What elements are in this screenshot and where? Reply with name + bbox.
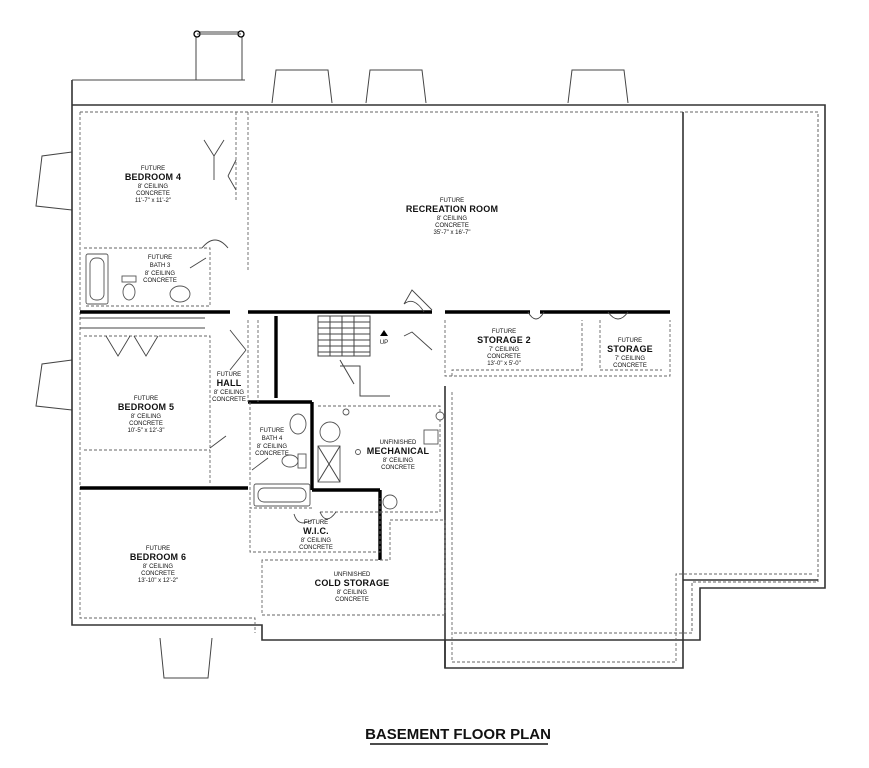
svg-text:13'-0" x 5'-0": 13'-0" x 5'-0" bbox=[487, 361, 521, 367]
svg-text:FUTURE: FUTURE bbox=[141, 166, 165, 172]
svg-text:CONCRETE: CONCRETE bbox=[212, 397, 246, 403]
svg-text:MECHANICAL: MECHANICAL bbox=[367, 446, 430, 456]
svg-text:CONCRETE: CONCRETE bbox=[143, 278, 177, 284]
room-storage: FUTURE STORAGE 7' CEILING CONCRETE bbox=[607, 338, 653, 369]
svg-text:CONCRETE: CONCRETE bbox=[487, 354, 521, 360]
room-recreation: FUTURE RECREATION ROOM 8' CEILING CONCRE… bbox=[406, 198, 498, 236]
svg-text:BEDROOM 4: BEDROOM 4 bbox=[125, 172, 181, 182]
svg-text:CONCRETE: CONCRETE bbox=[136, 191, 170, 197]
svg-text:13'-10" x 12'-2": 13'-10" x 12'-2" bbox=[138, 578, 178, 584]
svg-text:8' CEILING: 8' CEILING bbox=[337, 590, 367, 596]
svg-text:BATH 4: BATH 4 bbox=[262, 436, 283, 442]
room-mechanical: UNFINISHED MECHANICAL 8' CEILING CONCRET… bbox=[367, 440, 430, 471]
svg-text:8' CEILING: 8' CEILING bbox=[383, 458, 413, 464]
room-bedroom-6: FUTURE BEDROOM 6 8' CEILING CONCRETE 13'… bbox=[130, 546, 186, 584]
svg-text:8' CEILING: 8' CEILING bbox=[301, 538, 331, 544]
svg-text:W.I.C.: W.I.C. bbox=[303, 526, 329, 536]
svg-text:FUTURE: FUTURE bbox=[304, 520, 328, 526]
plan-title: BASEMENT FLOOR PLAN bbox=[365, 726, 551, 743]
stair: UP bbox=[317, 315, 390, 397]
room-bath-3: FUTURE BATH 3 8' CEILING CONCRETE bbox=[143, 255, 177, 284]
svg-text:8' CEILING: 8' CEILING bbox=[138, 184, 168, 190]
svg-text:7' CEILING: 7' CEILING bbox=[489, 347, 519, 353]
svg-text:BEDROOM 5: BEDROOM 5 bbox=[118, 402, 174, 412]
doors bbox=[105, 139, 629, 524]
svg-text:CONCRETE: CONCRETE bbox=[435, 223, 469, 229]
svg-text:BEDROOM 6: BEDROOM 6 bbox=[130, 552, 186, 562]
room-cold-storage: UNFINISHED COLD STORAGE 8' CEILING CONCR… bbox=[315, 572, 390, 603]
svg-text:8' CEILING: 8' CEILING bbox=[214, 390, 244, 396]
svg-text:CONCRETE: CONCRETE bbox=[299, 545, 333, 551]
svg-text:8' CEILING: 8' CEILING bbox=[131, 414, 161, 420]
svg-text:11'-7" x 11'-2": 11'-7" x 11'-2" bbox=[135, 198, 171, 204]
svg-text:FUTURE: FUTURE bbox=[134, 396, 158, 402]
svg-text:STORAGE 2: STORAGE 2 bbox=[477, 335, 531, 345]
room-bedroom-4: FUTURE BEDROOM 4 8' CEILING CONCRETE 11'… bbox=[125, 166, 181, 204]
svg-text:35'-7" x 16'-7": 35'-7" x 16'-7" bbox=[434, 230, 471, 236]
svg-text:FUTURE: FUTURE bbox=[217, 372, 241, 378]
svg-text:CONCRETE: CONCRETE bbox=[335, 597, 369, 603]
room-bath-4: FUTURE BATH 4 8' CEILING CONCRETE bbox=[255, 428, 289, 457]
svg-text:FUTURE: FUTURE bbox=[492, 329, 516, 335]
exterior-walls bbox=[71, 79, 826, 669]
svg-text:CONCRETE: CONCRETE bbox=[129, 421, 163, 427]
room-storage-2: FUTURE STORAGE 2 7' CEILING CONCRETE 13'… bbox=[477, 329, 531, 367]
svg-text:FUTURE: FUTURE bbox=[440, 198, 464, 204]
svg-text:UNFINISHED: UNFINISHED bbox=[334, 572, 371, 578]
interior-walls bbox=[80, 310, 670, 560]
svg-text:10'-5" x 12'-3": 10'-5" x 12'-3" bbox=[128, 428, 165, 434]
svg-text:7' CEILING: 7' CEILING bbox=[615, 356, 645, 362]
room-bedroom-5: FUTURE BEDROOM 5 8' CEILING CONCRETE 10'… bbox=[118, 396, 174, 434]
svg-text:FUTURE: FUTURE bbox=[618, 338, 642, 344]
svg-text:8' CEILING: 8' CEILING bbox=[145, 271, 175, 277]
svg-text:COLD STORAGE: COLD STORAGE bbox=[315, 578, 390, 588]
svg-text:CONCRETE: CONCRETE bbox=[613, 363, 647, 369]
svg-text:8' CEILING: 8' CEILING bbox=[143, 564, 173, 570]
stair-up-label: UP bbox=[380, 340, 388, 346]
svg-text:CONCRETE: CONCRETE bbox=[141, 571, 175, 577]
svg-text:CONCRETE: CONCRETE bbox=[381, 465, 415, 471]
svg-text:8' CEILING: 8' CEILING bbox=[257, 444, 287, 450]
svg-text:8' CEILING: 8' CEILING bbox=[437, 216, 467, 222]
svg-text:FUTURE: FUTURE bbox=[146, 546, 170, 552]
fixtures bbox=[85, 253, 445, 510]
room-hall: FUTURE HALL 8' CEILING CONCRETE bbox=[212, 372, 246, 403]
window-wells bbox=[35, 30, 629, 679]
svg-text:RECREATION ROOM: RECREATION ROOM bbox=[406, 204, 498, 214]
svg-text:CONCRETE: CONCRETE bbox=[255, 451, 289, 457]
svg-text:STORAGE: STORAGE bbox=[607, 344, 653, 354]
svg-text:BATH 3: BATH 3 bbox=[150, 263, 171, 269]
svg-text:UNFINISHED: UNFINISHED bbox=[380, 440, 417, 446]
svg-text:FUTURE: FUTURE bbox=[148, 255, 172, 261]
partitions bbox=[84, 112, 671, 616]
svg-text:FUTURE: FUTURE bbox=[260, 428, 284, 434]
room-wic: FUTURE W.I.C. 8' CEILING CONCRETE bbox=[299, 520, 333, 551]
svg-text:HALL: HALL bbox=[217, 378, 242, 388]
